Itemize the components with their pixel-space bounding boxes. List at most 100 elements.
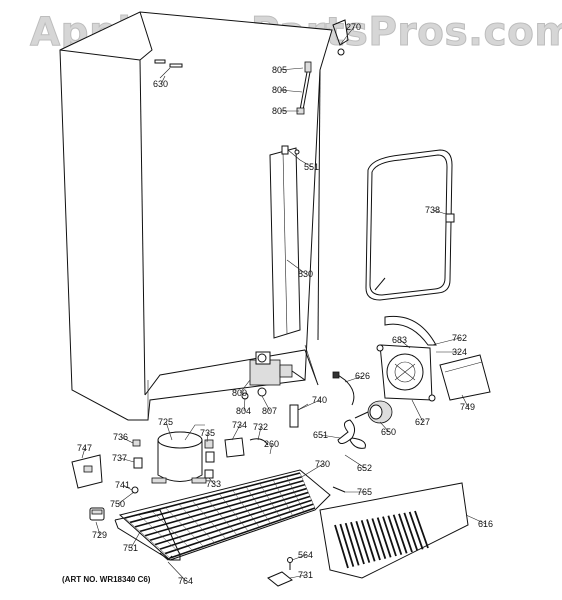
grille-slot	[366, 519, 381, 561]
callout-551: 551	[304, 162, 319, 172]
leader-line-730	[299, 463, 324, 479]
grille-slot	[355, 520, 371, 563]
leader-line-630	[160, 75, 166, 85]
callout-683: 683	[392, 335, 407, 345]
coil-fin	[245, 486, 271, 524]
coil-tube	[139, 483, 306, 533]
grille-slot	[398, 513, 413, 553]
leader-line-731	[289, 574, 307, 579]
callout-651: 651	[313, 430, 328, 440]
grille-slot	[392, 514, 408, 554]
condenser-coil	[118, 469, 331, 561]
leader-line-733	[208, 477, 215, 485]
coil-fin	[178, 503, 215, 543]
leader-line-751	[130, 531, 141, 549]
coil-fin	[259, 483, 282, 520]
leader-line-260	[269, 443, 273, 455]
coil-fin	[138, 514, 182, 555]
duct-hose	[384, 315, 437, 346]
coil-tube	[124, 472, 301, 519]
leader-line-683	[399, 339, 411, 349]
water-valve	[241, 351, 306, 400]
coil-fin	[151, 510, 193, 551]
leader-line-738	[432, 209, 447, 215]
callout-730: 730	[315, 459, 330, 469]
leader-line-270	[339, 26, 355, 46]
clip-part	[332, 19, 349, 56]
grille-slot	[403, 512, 419, 551]
callout-630: 630	[153, 79, 168, 89]
small-parts	[131, 439, 215, 494]
callout-741: 741	[115, 480, 130, 490]
callout-762: 762	[452, 333, 467, 343]
part-740	[289, 403, 309, 428]
callout-740: 740	[312, 395, 327, 405]
callout-725: 725	[158, 417, 173, 427]
callout-738: 738	[425, 205, 440, 215]
coil-fin	[299, 472, 316, 509]
leader-line-764	[167, 561, 187, 582]
callout-732: 732	[253, 422, 268, 432]
callout-830: 830	[298, 269, 313, 279]
leader-line-805	[279, 67, 304, 71]
leader-line-737	[119, 457, 135, 463]
coil-fin	[286, 476, 305, 512]
callout-804: 804	[236, 406, 251, 416]
coil-tube	[154, 495, 311, 546]
leader-line-735	[206, 432, 209, 443]
leader-line-740	[297, 399, 321, 411]
leader-line-651	[320, 434, 341, 439]
callout-labels: 2708058068056305517388307626833246268007…	[77, 22, 493, 586]
callout-807: 807	[262, 406, 277, 416]
coil-tube	[149, 491, 309, 541]
art-number: (ART NO. WR18340 C6)	[62, 575, 151, 584]
fill-tube	[269, 145, 301, 339]
base-pan	[114, 509, 181, 561]
callout-751: 751	[123, 543, 138, 553]
coil-fin	[205, 497, 238, 536]
leader-line-806	[279, 89, 303, 93]
grille-slot	[360, 520, 376, 562]
leader-line-652	[344, 454, 366, 469]
coil-tube	[169, 507, 316, 559]
coil-fin	[124, 517, 171, 559]
relay	[224, 437, 269, 458]
bracket	[71, 454, 103, 489]
leader-line-750	[117, 491, 135, 505]
leader-line-830	[286, 259, 307, 275]
leader-line-800	[239, 379, 251, 394]
callout-260: 260	[264, 439, 279, 449]
leader-line-734	[231, 424, 241, 441]
callout-734: 734	[232, 420, 247, 430]
coil-tube	[129, 476, 302, 524]
callout-806: 806	[272, 85, 287, 95]
coil-tube	[134, 480, 304, 528]
fan-shroud	[376, 344, 436, 402]
grille-slot	[344, 522, 360, 566]
leader-line-749	[461, 394, 469, 408]
coil-tube	[159, 499, 312, 550]
callout-731: 731	[298, 570, 313, 580]
callout-749: 749	[460, 402, 475, 412]
leader-line-725	[165, 421, 173, 441]
coil-tube	[164, 503, 314, 555]
water-tubing	[296, 61, 312, 115]
compressor	[151, 424, 207, 484]
callout-747: 747	[77, 443, 92, 453]
callout-650: 650	[381, 427, 396, 437]
leader-line-804	[243, 397, 246, 412]
grille-slot	[387, 515, 403, 555]
callout-270: 270	[346, 22, 361, 32]
grille-slot	[371, 518, 387, 559]
gasket-loop	[365, 149, 455, 301]
leader-line-741	[122, 484, 133, 491]
callout-626: 626	[355, 371, 370, 381]
grille-slot	[382, 516, 397, 557]
callout-805: 805	[272, 65, 287, 75]
leader-line-650	[379, 421, 390, 433]
leader-line-729	[95, 521, 101, 536]
coil-fin	[232, 490, 260, 528]
callout-737: 737	[112, 453, 127, 463]
fan-blade	[337, 419, 366, 449]
callout-765: 765	[357, 487, 372, 497]
